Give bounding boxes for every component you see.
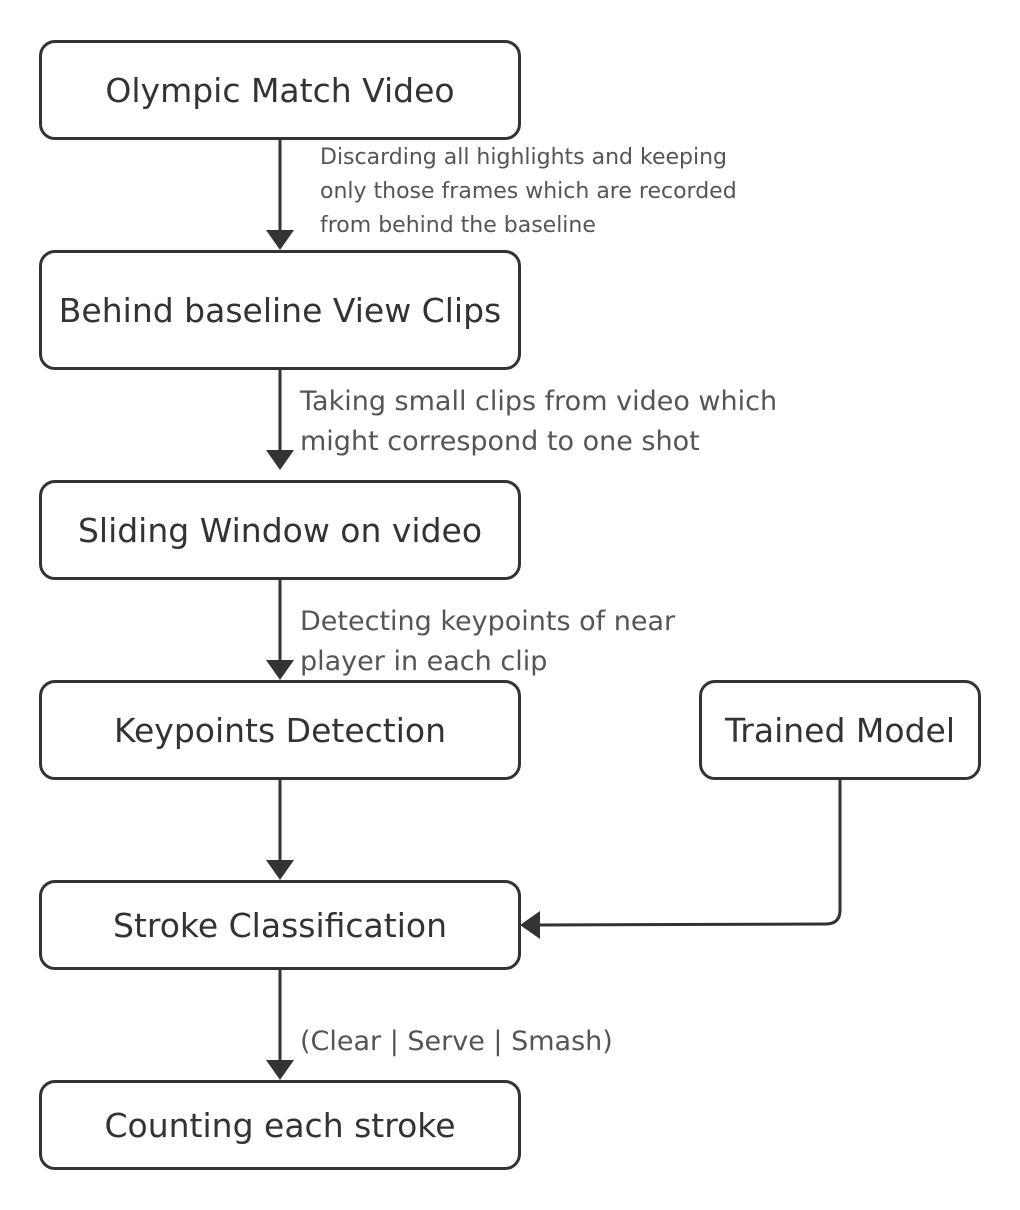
node-stroke-classification: Stroke Classification: [39, 880, 521, 970]
node-behind-baseline-view-clips: Behind baseline View Clips: [39, 250, 521, 370]
node-keypoints-detection: Keypoints Detection: [39, 680, 521, 780]
arrowhead-model-to-classification: [520, 911, 540, 939]
node-olympic-match-video: Olympic Match Video: [39, 40, 521, 140]
arrowhead-keypoints-to-classification: [266, 860, 294, 880]
arrowhead-clips-to-window: [266, 450, 294, 470]
node-trained-model: Trained Model: [699, 680, 981, 780]
edge-label-window-to-keypoints: Detecting keypoints of near player in ea…: [300, 606, 676, 677]
edge-label-video-to-clips: Discarding all highlights and keeping on…: [320, 145, 737, 238]
node-counting-each-stroke: Counting each stroke: [39, 1080, 521, 1170]
node-sliding-window-on-video: Sliding Window on video: [39, 480, 521, 580]
arrowhead-classification-to-counting: [266, 1060, 294, 1080]
arrow-model-to-classification: [539, 780, 842, 927]
arrowhead-video-to-clips: [266, 230, 294, 250]
edge-label-clips-to-window: Taking small clips from video which migh…: [300, 386, 778, 457]
arrowhead-window-to-keypoints: [266, 660, 294, 680]
edge-label-classification-to-counting: (Clear | Serve | Smash): [300, 1026, 613, 1057]
